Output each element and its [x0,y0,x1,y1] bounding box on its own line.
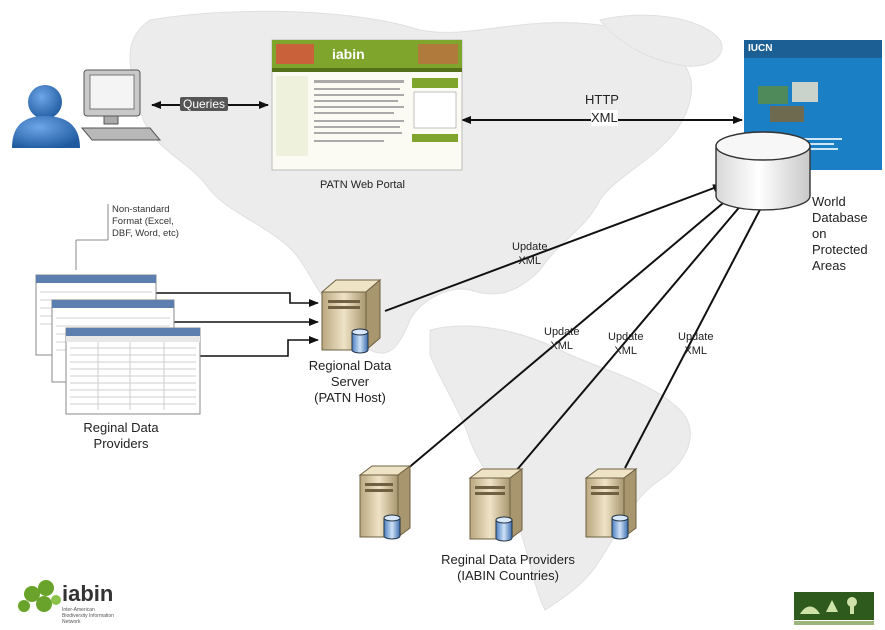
wdpa-caption: World Database on Protected Areas [812,194,882,274]
nonstandard-line-3: DBF, Word, etc) [112,228,179,239]
update-label-country-3: Update XML [678,330,713,358]
provider-arrow-1 [140,292,319,307]
update-label-country-2-line-2: XML [614,345,638,357]
country-providers-line-2: (IABIN Countries) [457,568,559,583]
regional-data-server-icon [320,278,382,354]
country-server-icon-3 [584,468,638,540]
partner-logo [794,592,874,625]
iabin-logo-mark [18,580,61,612]
regional-server-caption: Regional Data Server (PATN Host) [300,358,400,406]
patn-web-portal-screenshot [271,39,463,171]
update-label-server-line-2: XML [518,255,542,267]
nonstandard-line-1: Non-standard [112,204,170,215]
country-server-icon-2 [468,468,524,542]
update-label-country-2-line-1: Update [608,331,644,343]
update-label-server: Update XML [512,240,547,268]
wdpa-caption-line-1: World [812,194,846,209]
wdpa-logo-text: IUCN [748,43,773,54]
regional-providers-line-1: Reginal Data [83,420,159,435]
portal-caption: PATN Web Portal [320,179,405,191]
update-label-country-3-line-1: Update [678,331,714,343]
update-label-country-1-line-1: Update [544,326,580,338]
provider-arrow-3 [200,336,319,357]
regional-server-line-1: Regional Data [308,358,392,373]
update-label-server-line-1: Update [512,241,548,253]
wdpa-caption-line-4: Areas [812,258,846,273]
regional-providers-line-2: Providers [93,436,149,451]
update-label-country-1: Update XML [544,325,579,353]
spreadsheet-stack [35,274,201,415]
regional-server-line-3: (PATN Host) [314,390,386,405]
country-server-icon-1 [358,465,412,540]
wdpa-caption-line-3: Protected [812,242,868,257]
portal-logo-text: iabin [332,46,365,62]
country-providers-line-1: Reginal Data Providers [441,552,575,567]
nonstandard-format-note: Non-standard Format (Excel, DBF, Word, e… [112,204,179,240]
queries-label: Queries [180,97,229,111]
update-label-country-2: Update XML [608,330,643,358]
country-update-arrow-3 [624,199,766,469]
update-label-country-1-line-2: XML [550,340,574,352]
user-computer-icon [12,69,162,148]
nonstandard-line-2: Format (Excel, [112,216,174,227]
wdpa-database-icon [715,131,811,211]
wdpa-caption-line-2: Database on [812,210,868,241]
regional-providers-caption: Reginal Data Providers [66,420,176,452]
nonstandard-callout-line [75,204,109,270]
background-map [129,10,723,611]
update-label-country-3-line-2: XML [684,345,708,357]
regional-server-line-2: Server [330,374,370,389]
country-update-arrow-1 [399,192,736,476]
iabin-logo-text: iabin [62,581,114,606]
country-update-arrow-2 [509,196,749,479]
iabin-logo-tagline: Inter-American Biodiversity Information … [62,607,114,625]
server-update-arrow [384,184,723,312]
country-providers-caption: Reginal Data Providers (IABIN Countries) [418,552,598,584]
http-label: HTTP [585,92,619,107]
http-xml-label: XML [591,110,618,126]
